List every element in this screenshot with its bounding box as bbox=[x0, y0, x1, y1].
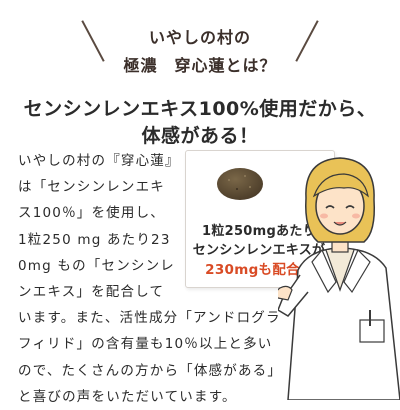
header-line-2: 極濃 穿心蓮とは？ bbox=[123, 56, 277, 75]
body-line-7: います。また、活性成分「アンドログラ bbox=[18, 310, 281, 327]
body-line-10: と喜びの声をいただいています。 bbox=[18, 388, 237, 405]
card-line-2: センシンレンエキスが bbox=[192, 243, 326, 258]
doctor-illustration bbox=[278, 157, 400, 400]
pill-icon bbox=[217, 168, 263, 200]
body-line-5: 0mg もの「センシンレ bbox=[18, 257, 176, 274]
body-line-9: ので、たくさんの方から「体感がある」 bbox=[18, 362, 283, 379]
body-line-4: 1粒250 mg あたり23 bbox=[18, 231, 171, 248]
body-line-3: ス100％」を使用し、 bbox=[18, 205, 165, 222]
headline-line-2: 体感がある！ bbox=[141, 125, 259, 147]
card-line-3-highlight: 230mgも配合!! bbox=[205, 262, 313, 278]
header-line-1: いやしの村の bbox=[148, 28, 251, 47]
body-line-1: いやしの村の『穿心蓮』 bbox=[18, 153, 180, 169]
body-line-2: は「センシンレンエキ bbox=[18, 179, 165, 196]
headline-line-1: センシンレンエキス100%使用だから、 bbox=[23, 98, 377, 120]
body-line-8: フィリド」の含有量も10％以上と多い bbox=[18, 336, 273, 353]
body-line-6: ンエキス」を配合して bbox=[18, 283, 165, 300]
card-line-1: 1粒250mgあたり bbox=[201, 224, 317, 239]
